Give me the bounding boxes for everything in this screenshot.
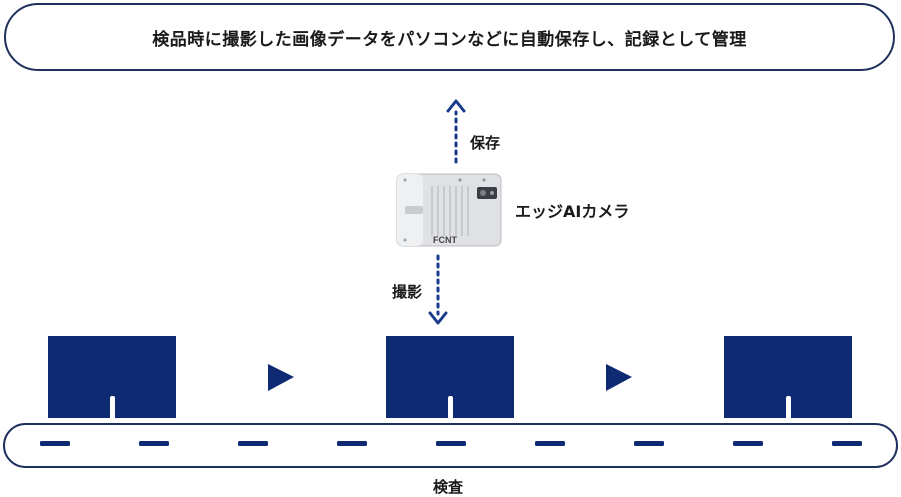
save-arrow bbox=[446, 99, 466, 164]
summary-text: 検品時に撮影した画像データをパソコンなどに自動保存し、記録として管理 bbox=[152, 29, 747, 50]
edge-ai-camera-icon: FCNT bbox=[396, 173, 502, 247]
conveyor-belt bbox=[3, 423, 898, 468]
camera-brand-text: FCNT bbox=[433, 235, 457, 245]
shoot-arrow bbox=[428, 254, 448, 325]
save-label: 保存 bbox=[470, 134, 501, 152]
direction-arrow-icon bbox=[606, 364, 632, 391]
camera-label: エッジAIカメラ bbox=[515, 202, 630, 221]
shoot-label: 撮影 bbox=[392, 283, 423, 301]
direction-arrow-icon bbox=[268, 364, 294, 391]
summary-banner: 検品時に撮影した画像データをパソコンなどに自動保存し、記録として管理 bbox=[4, 3, 895, 71]
inspection-label: 検査 bbox=[433, 478, 464, 496]
